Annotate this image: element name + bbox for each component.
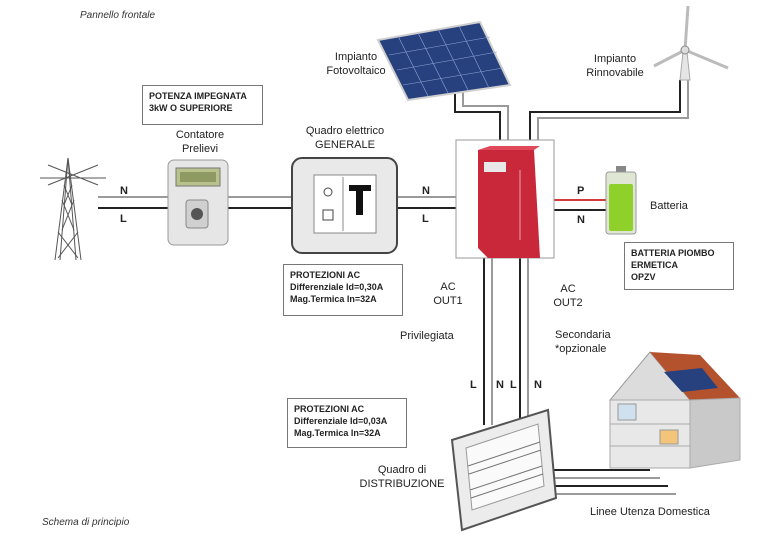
wire-label-out-l1: L: [470, 379, 477, 391]
label-privilegiata: Privilegiata: [400, 330, 454, 342]
info-box-protezioni-2: PROTEZIONI AC Differenziale Id=0,03A Mag…: [287, 398, 407, 448]
wire-label-mid-l: L: [422, 213, 429, 225]
house-icon: [608, 351, 741, 469]
power-pylon-icon: [40, 157, 106, 261]
page-title: Pannello frontale: [80, 10, 156, 21]
inverter-icon: [455, 139, 555, 259]
main-switchboard-icon: [291, 157, 398, 254]
info-box-potenza-line1: POTENZA IMPEGNATA: [149, 91, 247, 101]
wire-label-out-n1: N: [496, 379, 504, 391]
wires: [98, 80, 689, 495]
info-box-batteria-line1: BATTERIA PIOMBO: [631, 248, 715, 258]
info-box-potenza-line2: 3kW O SUPERIORE: [149, 103, 233, 113]
wire-label-out-n2: N: [534, 379, 542, 391]
wire-label-out-l2: L: [510, 379, 517, 391]
info-box-batteria: BATTERIA PIOMBO ERMETICA OPZV: [624, 242, 734, 290]
info-box-potenza: POTENZA IMPEGNATA 3kW O SUPERIORE: [142, 85, 263, 125]
label-secondaria: Secondaria *opzionale: [555, 329, 611, 355]
label-batteria: Batteria: [650, 200, 688, 212]
label-contatore: Contatore Prelievi: [175, 129, 225, 155]
info-box-batteria-line2: ERMETICA: [631, 260, 678, 270]
wire-label-bat-n: N: [577, 214, 585, 226]
wire-label-left-n: N: [120, 185, 128, 197]
electricity-meter-icon: [167, 159, 229, 246]
wind-turbine-icon: [653, 5, 729, 81]
info-box-protezioni-2-line1: PROTEZIONI AC: [294, 404, 365, 414]
battery-icon: [605, 166, 637, 235]
info-box-protezioni-1: PROTEZIONI AC Differenziale Id=0,30A Mag…: [283, 264, 403, 316]
wire-label-bat-p: P: [577, 185, 585, 197]
label-quadro-generale: Quadro elettrico GENERALE: [305, 125, 385, 151]
info-box-protezioni-1-line2: Differenziale Id=0,30A: [290, 282, 384, 292]
wire-label-mid-n: N: [422, 185, 430, 197]
page-caption: Schema di principio: [42, 517, 130, 528]
label-fotovoltaico: Impianto Fotovoltaico: [326, 51, 386, 77]
info-box-batteria-line3: OPZV: [631, 272, 656, 282]
info-box-protezioni-2-line2: Differenziale Id=0,03A: [294, 416, 388, 426]
label-ac-out2: AC OUT2: [553, 283, 583, 309]
label-quadro-distribuzione: Quadro di DISTRIBUZIONE: [359, 464, 445, 490]
solar-panel-icon: [376, 20, 512, 102]
distribution-board-icon: [450, 408, 558, 532]
info-box-protezioni-2-line3: Mag.Termica In=32A: [294, 428, 381, 438]
info-box-protezioni-1-line3: Mag.Termica In=32A: [290, 294, 377, 304]
label-ac-out1: AC OUT1: [433, 281, 463, 307]
wire-label-left-l: L: [120, 213, 127, 225]
info-box-protezioni-1-line1: PROTEZIONI AC: [290, 270, 361, 280]
label-linee-utenza: Linee Utenza Domestica: [590, 506, 710, 518]
label-rinnovabile: Impianto Rinnovabile: [586, 53, 644, 79]
